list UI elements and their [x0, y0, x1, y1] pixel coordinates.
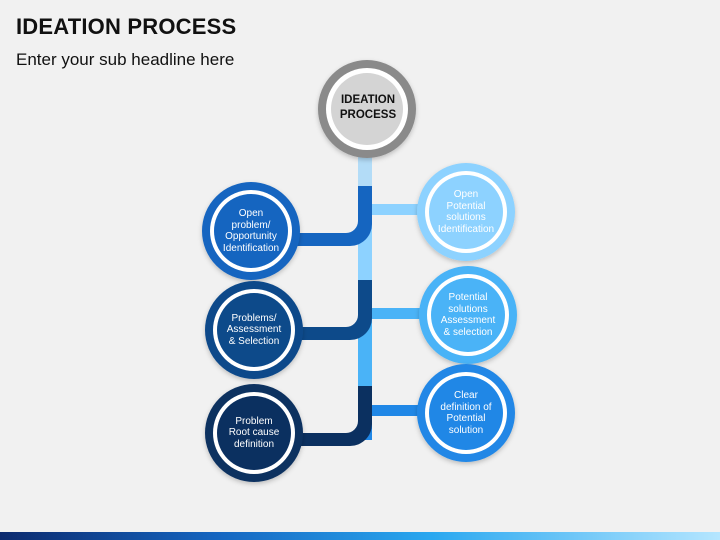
node-label-line: Assessment	[226, 324, 282, 336]
node-label-line: Potential	[448, 292, 488, 303]
node-label-line: Problem	[235, 415, 273, 427]
left-node-1-label: Open problem/ Opportunity Identification	[211, 201, 291, 261]
node-label-line: solutions	[448, 303, 488, 315]
node-label-line: & selection	[443, 326, 493, 338]
node-label-line: definition	[233, 438, 275, 450]
node-label-line: definition of	[440, 401, 492, 413]
left-node-1	[202, 182, 300, 280]
right-node-3	[417, 364, 515, 462]
right-node-2-label: Potential solutions Assessment & selecti…	[428, 285, 508, 345]
node-label-line: Assessment	[440, 315, 496, 326]
node-label-line: Root cause	[228, 427, 280, 439]
node-label-line: Identification	[222, 242, 280, 254]
right-connector-3	[366, 405, 426, 416]
node-label-line: Problems/	[231, 312, 277, 324]
node-label-line: Open	[453, 189, 479, 200]
node-label-line: Opportunity	[225, 231, 277, 242]
footer-gradient-bar	[0, 532, 720, 540]
center-node	[318, 60, 416, 158]
left-node-2	[205, 281, 303, 379]
right-node-1-label: Open Potential solutions Identification	[426, 182, 506, 242]
slide-title: IDEATION PROCESS	[16, 14, 237, 39]
center-label-line: IDEATION	[340, 94, 396, 106]
right-node-3-label: Clear definition of Potential solution	[426, 383, 506, 443]
right-connector-1	[366, 204, 426, 215]
node-label-line: Identification	[437, 223, 495, 235]
node-label-line: solution	[448, 424, 484, 436]
left-node-3-label: Problem Root cause definition	[214, 403, 294, 463]
node-label-line: Open	[238, 208, 264, 219]
node-label-line: problem/	[231, 219, 271, 231]
node-label-line: & Selection	[228, 335, 280, 347]
left-node-3	[205, 384, 303, 482]
node-label-line: Clear	[454, 390, 478, 401]
node-label-line: Potential	[446, 413, 486, 424]
center-node-label: IDEATION PROCESS	[330, 80, 406, 136]
slide-subtitle: Enter your sub headline here	[16, 50, 235, 69]
spine-segment	[358, 150, 372, 188]
right-connector-2	[366, 308, 424, 319]
node-label-line: solutions	[446, 212, 486, 223]
node-label-line: Potential	[446, 200, 486, 212]
left-node-2-label: Problems/ Assessment & Selection	[214, 300, 294, 360]
right-node-2	[419, 266, 517, 364]
center-label-line: PROCESS	[339, 109, 397, 121]
right-node-1	[417, 163, 515, 261]
